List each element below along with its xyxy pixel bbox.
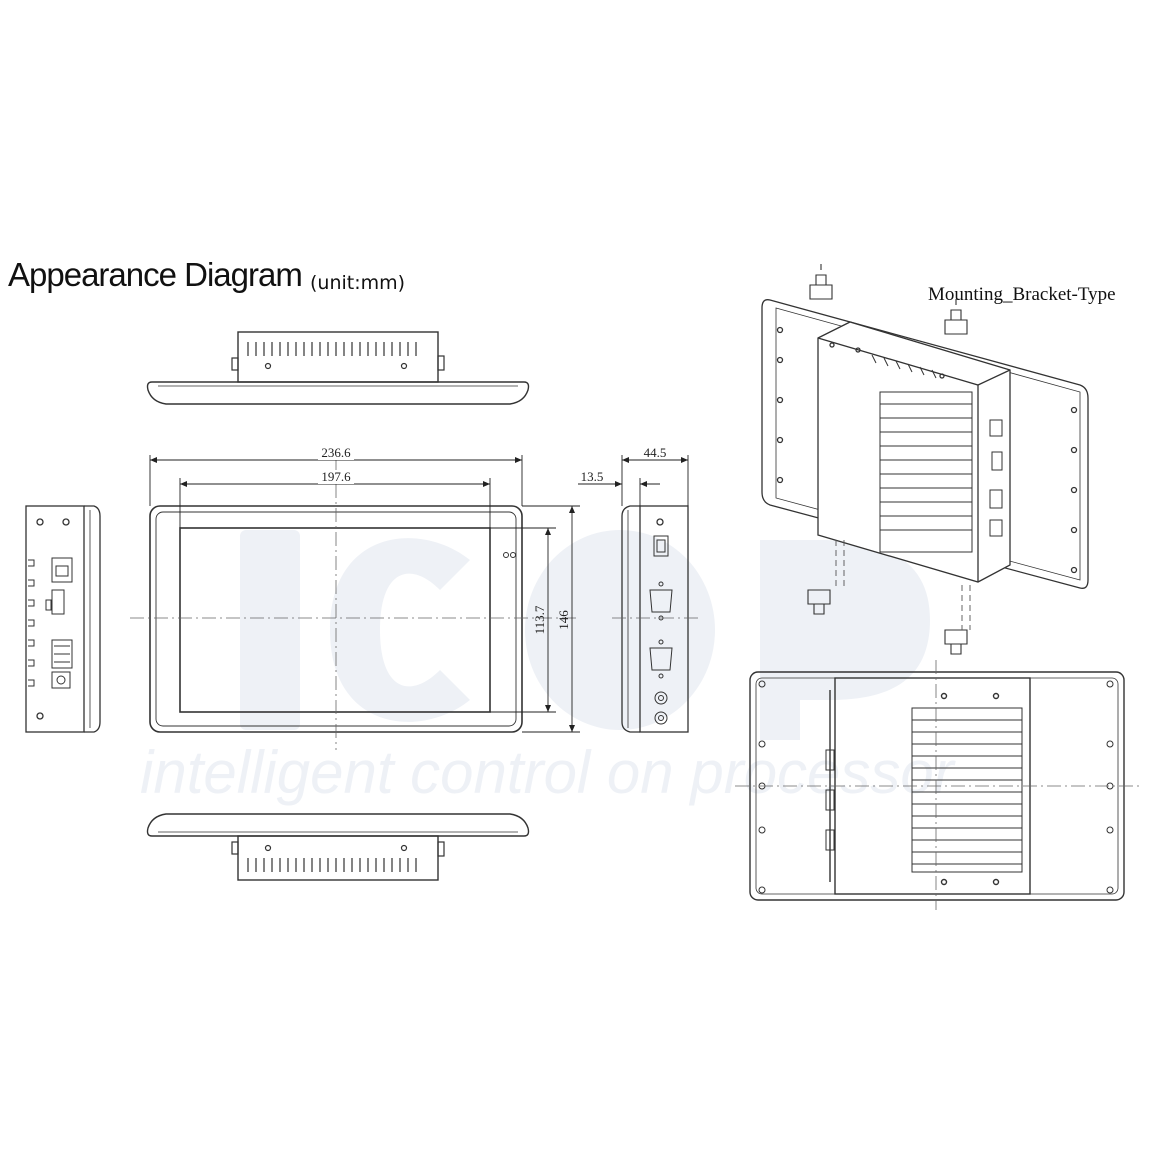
front-centerlines — [130, 460, 580, 750]
left-side-ports — [28, 557, 73, 689]
front-view — [130, 460, 580, 750]
mounting-bracket-icons — [807, 264, 968, 655]
overall-height-label: 146 — [556, 610, 571, 630]
right-side-ports — [649, 535, 673, 725]
iso-side-ports — [989, 419, 1003, 537]
overall-depth-label: 44.5 — [644, 445, 667, 460]
unit-label: (unit:mm) — [310, 272, 406, 294]
display-height-label: 113.7 — [532, 605, 547, 634]
isometric-rear-view — [761, 264, 1089, 655]
bottom-view — [146, 813, 530, 881]
bottom-view-vents — [231, 841, 445, 872]
display-width-label: 197.6 — [321, 469, 351, 484]
watermark-tagline: intelligent control on processor — [140, 739, 954, 806]
right-side-view — [612, 505, 700, 733]
top-view — [146, 331, 530, 405]
bracket-type-label: Mounting_Bracket-Type — [928, 284, 1116, 305]
overall-width-label: 236.6 — [321, 445, 351, 460]
top-view-vents — [231, 342, 445, 371]
rear-heatsink-fins — [911, 707, 1023, 873]
indicator-led — [503, 552, 509, 558]
iso-heatsink-fins — [879, 391, 973, 553]
bezel-depth-label: 13.5 — [581, 469, 604, 484]
side-dimensions — [578, 455, 689, 506]
page-title: Appearance Diagram — [8, 256, 303, 293]
watermark-logo — [240, 530, 930, 740]
front-dimension-labels: 236.6 197.6 113.7 146 — [318, 445, 571, 634]
rear-view — [735, 660, 1140, 910]
left-side-view — [25, 505, 101, 733]
